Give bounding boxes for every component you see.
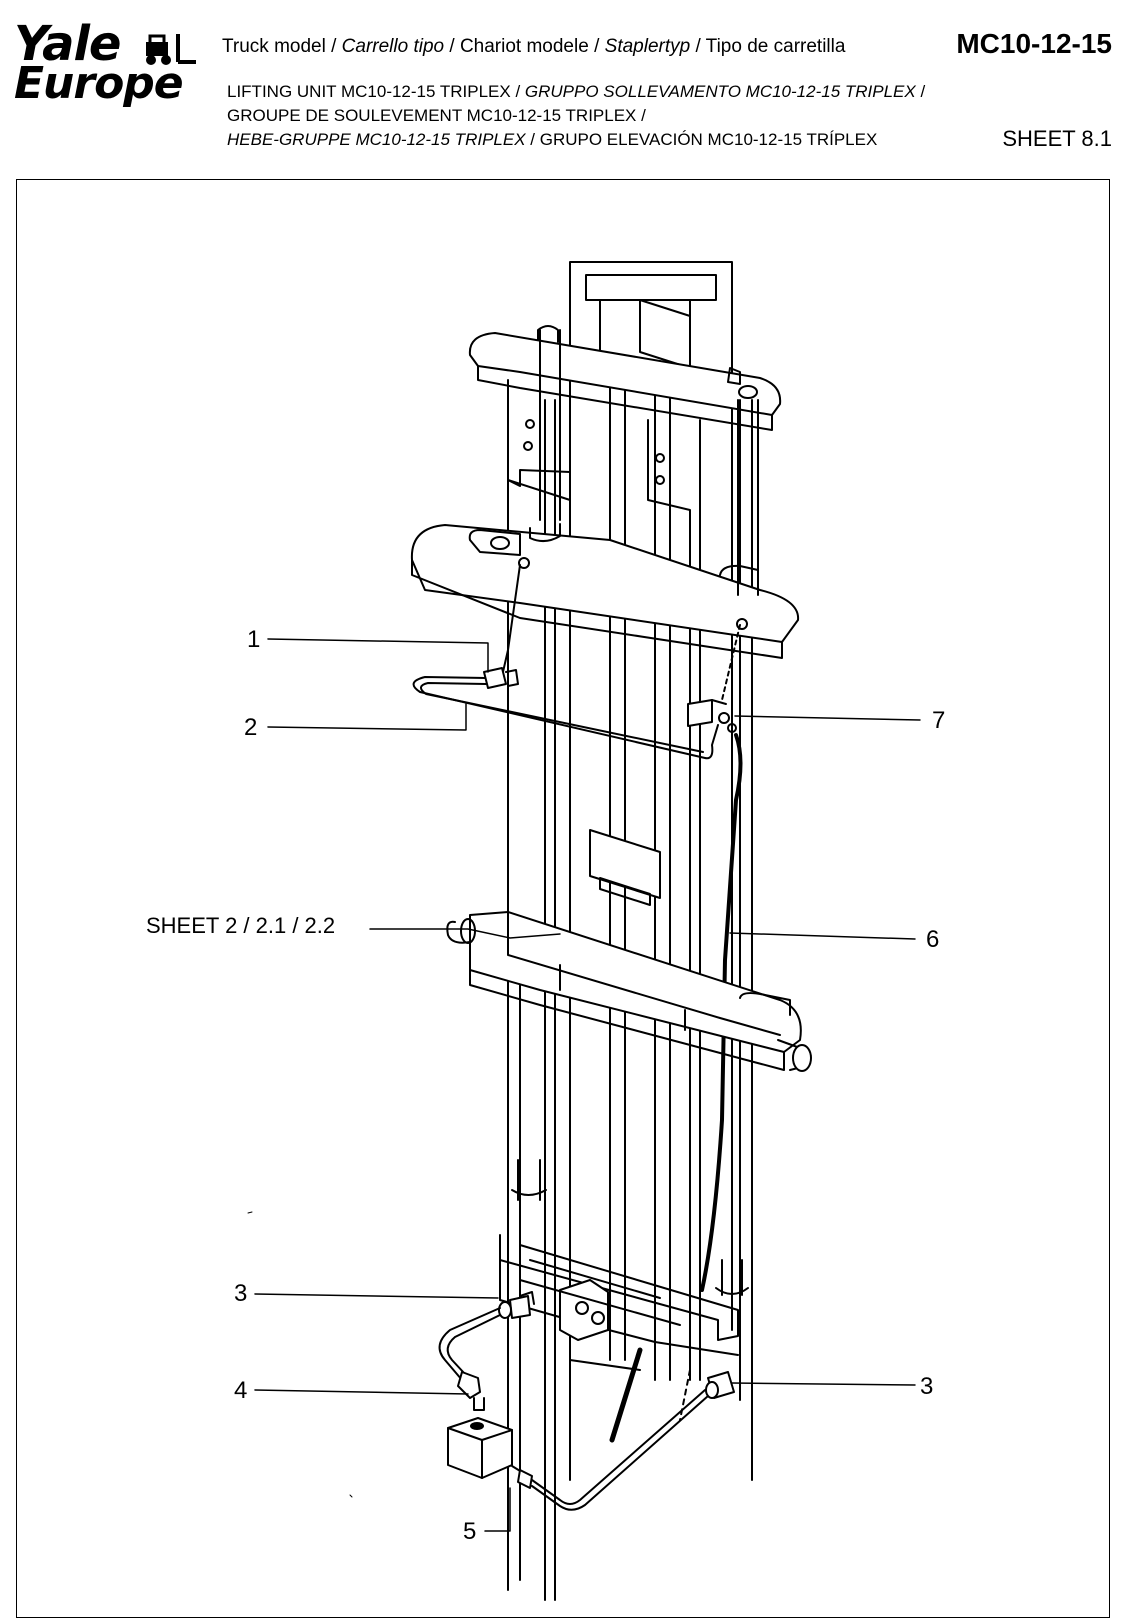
title-line: GROUPE DE SOULEVEMENT MC10-12-15 TRIPLEX…	[227, 104, 925, 128]
document-title: LIFTING UNIT MC10-12-15 TRIPLEX / GRUPPO…	[227, 80, 925, 152]
top-crosshead	[468, 325, 782, 431]
fitting-3-left	[498, 1291, 535, 1319]
callout-6: 6	[926, 926, 940, 953]
truck-model-segment: / Chariot modele /	[444, 36, 605, 57]
logo-europe: Europe	[14, 58, 184, 109]
truck-model-segment: Truck model /	[222, 36, 342, 57]
callout-2: 2	[244, 714, 258, 741]
callout-sheet-ref: SHEET 2 / 2.1 / 2.2	[146, 913, 336, 938]
middle-crosshead	[410, 523, 800, 659]
callout-3-right: 3	[920, 1373, 934, 1400]
callout-4: 4	[234, 1377, 248, 1404]
title-line: LIFTING UNIT MC10-12-15 TRIPLEX / GRUPPO…	[227, 80, 925, 104]
title-segment: HEBE-GRUPPE MC10-12-15 TRIPLEX	[227, 130, 526, 149]
lift-cylinders	[511, 329, 759, 1296]
chain-lower	[609, 1347, 691, 1443]
yale-europe-logo: Yale Europe	[14, 16, 204, 114]
fitting-4	[457, 1371, 485, 1411]
pipe-lower-left	[438, 1307, 501, 1381]
truck-model-segment: / Tipo de carretilla	[690, 36, 846, 57]
logo-yale: Yale	[14, 16, 121, 72]
drawing-frame	[16, 179, 1110, 1618]
scan-specks	[247, 1211, 353, 1498]
callout-7: 7	[932, 707, 946, 734]
callout-5: 5	[463, 1518, 477, 1545]
pipe-lower-right	[511, 1389, 709, 1511]
title-segment: LIFTING UNIT MC10-12-15 TRIPLEX /	[227, 82, 525, 101]
mast-base	[499, 1224, 739, 1371]
model-code: MC10-12-15	[956, 28, 1112, 59]
truck-model-segment: Staplertyp	[604, 36, 691, 57]
carriage-frame	[446, 911, 812, 1072]
leader-lines	[254, 638, 921, 1532]
distribution-block	[447, 1417, 513, 1479]
truck-model-segment: Carrello tipo	[341, 36, 445, 57]
callout-3-left: 3	[234, 1280, 248, 1307]
fitting-7	[687, 699, 737, 733]
hose-6	[700, 733, 743, 1292]
title-segment: GRUPPO SOLLEVAMENTO MC10-12-15 TRIPLEX	[524, 82, 916, 101]
title-line: HEBE-GRUPPE MC10-12-15 TRIPLEX / GRUPO E…	[227, 128, 925, 152]
fitting-1	[483, 667, 519, 689]
title-segment: / GRUPO ELEVACIÓN MC10-12-15 TRÍPLEX	[525, 130, 878, 149]
pipe-2	[412, 676, 719, 760]
sheet-number: SHEET 8.1	[1002, 126, 1112, 151]
fitting-3-right	[705, 1371, 735, 1399]
callout-1: 1	[247, 626, 261, 653]
truck-model-line: Truck model / Carrello tipo / Chariot mo…	[222, 36, 845, 58]
title-segment: /	[915, 82, 926, 101]
title-segment: GROUPE DE SOULEVEMENT MC10-12-15 TRIPLEX…	[227, 106, 646, 125]
middle-mast-window	[589, 829, 661, 906]
forklift-icon	[146, 34, 196, 65]
